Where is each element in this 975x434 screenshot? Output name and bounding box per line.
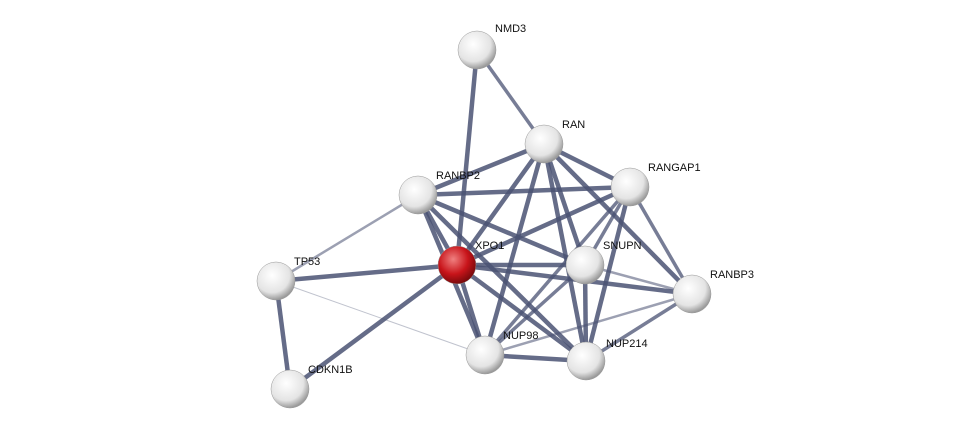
node-bubble[interactable]	[565, 245, 605, 285]
node-label: RANGAP1	[648, 162, 701, 174]
edge-nmd3-xpo1[interactable]	[454, 49, 480, 266]
node-bubble[interactable]	[524, 124, 564, 164]
edge-ran-nup214[interactable]	[541, 143, 589, 362]
edge-xpo1-nup214[interactable]	[455, 263, 588, 363]
node-xpo1[interactable]: XPO1	[437, 240, 504, 285]
node-label: RANBP2	[436, 170, 480, 182]
edge-rangap1-nup98[interactable]	[483, 185, 632, 357]
edge-ranbp2-tp53[interactable]	[275, 193, 419, 283]
edge-ran-ranbp3[interactable]	[542, 142, 694, 296]
node-bubble[interactable]	[465, 335, 505, 375]
node-ran[interactable]: RAN	[524, 119, 585, 164]
node-nup98[interactable]: NUP98	[465, 330, 538, 375]
node-label: XPO1	[475, 240, 504, 252]
edge-ranbp2-rangap1[interactable]	[417, 184, 631, 198]
node-label: RAN	[562, 119, 585, 131]
node-bubble[interactable]	[566, 341, 606, 381]
node-nup214[interactable]: NUP214	[566, 338, 648, 381]
node-nmd3[interactable]: NMD3	[457, 23, 526, 70]
node-bubble[interactable]	[256, 261, 296, 301]
node-bubble[interactable]	[672, 274, 712, 314]
node-bubble[interactable]	[457, 30, 497, 70]
node-label: TP53	[294, 256, 320, 268]
edge-ran-nup98[interactable]	[482, 143, 547, 356]
node-bubble[interactable]	[610, 167, 650, 207]
node-label: NUP214	[606, 338, 648, 350]
edge-ran-ranbp2[interactable]	[417, 141, 545, 198]
node-rangap1[interactable]: RANGAP1	[610, 162, 701, 207]
edge-xpo1-tp53[interactable]	[275, 262, 458, 284]
node-label: SNUPN	[603, 240, 642, 252]
edge-snupn-nup98[interactable]	[483, 263, 587, 357]
edge-nup214-ranbp3[interactable]	[585, 292, 693, 363]
node-cdkn1b[interactable]: CDKN1B	[270, 364, 353, 409]
edge-nup98-ranbp3[interactable]	[484, 292, 693, 357]
edge-rangap1-nup214[interactable]	[583, 186, 633, 362]
edge-tp53-nup98[interactable]	[275, 280, 486, 356]
edge-ranbp2-snupn[interactable]	[417, 192, 586, 268]
node-bubble[interactable]	[437, 245, 477, 285]
node-snupn[interactable]: SNUPN	[565, 240, 642, 285]
node-ranbp2[interactable]: RANBP2	[398, 170, 480, 215]
node-bubble[interactable]	[398, 175, 438, 215]
node-label: RANBP3	[710, 269, 754, 281]
node-label: CDKN1B	[308, 364, 353, 376]
node-bubble[interactable]	[270, 369, 310, 409]
edge-xpo1-cdkn1b[interactable]	[288, 263, 459, 391]
node-label: NMD3	[495, 23, 526, 35]
edge-rangap1-ranbp3[interactable]	[628, 186, 694, 295]
node-label: NUP98	[503, 330, 538, 342]
node-ranbp3[interactable]: RANBP3	[672, 269, 754, 314]
edge-rangap1-xpo1[interactable]	[456, 184, 631, 268]
node-tp53[interactable]: TP53	[256, 256, 320, 301]
